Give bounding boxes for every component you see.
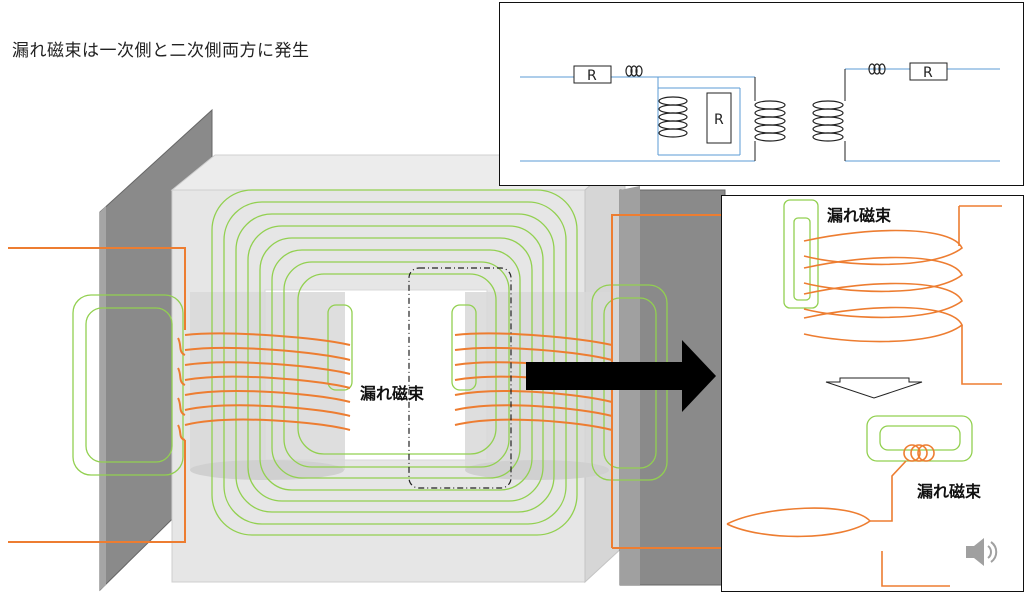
right-arrow-icon	[526, 340, 716, 412]
down-arrow-icon	[825, 377, 923, 399]
resistor-magnetizing	[706, 92, 732, 144]
resistor-secondary	[909, 62, 948, 81]
zoom-leakage-loops-top	[783, 199, 819, 309]
resistor-primary-label: R	[587, 68, 597, 84]
zoom-leakage-label-top: 漏れ磁束	[827, 206, 892, 225]
page-title: 漏れ磁束は一次側と二次側両方に発生	[12, 41, 310, 61]
transformer-primary-coil	[754, 100, 786, 142]
leakage-inductor-secondary	[868, 63, 886, 75]
zoom-leakage-label-bottom: 漏れ磁束	[917, 482, 982, 501]
zoom-detail-panel: 漏れ磁束 漏れ磁束	[721, 195, 1024, 592]
resistor-magnetizing-label: R	[714, 112, 724, 128]
speaker-icon[interactable]	[962, 532, 1002, 572]
zoom-winding-top	[803, 205, 1002, 385]
magnetizing-inductor	[658, 96, 688, 138]
resistor-primary	[573, 65, 612, 84]
left-core-plate-edge	[100, 206, 106, 590]
secondary-winding	[454, 214, 722, 549]
leakage-inductor-primary	[625, 65, 643, 77]
transformer-secondary-coil	[812, 100, 844, 142]
highlight-box	[408, 267, 512, 489]
equivalent-circuit-panel: R R R	[499, 2, 1024, 186]
primary-coil-body	[190, 292, 345, 470]
zoom-winding-bottom	[726, 444, 950, 587]
resistor-secondary-label: R	[923, 65, 933, 81]
primary-winding	[8, 247, 351, 543]
center-leakage-label: 漏れ磁束	[360, 384, 425, 403]
